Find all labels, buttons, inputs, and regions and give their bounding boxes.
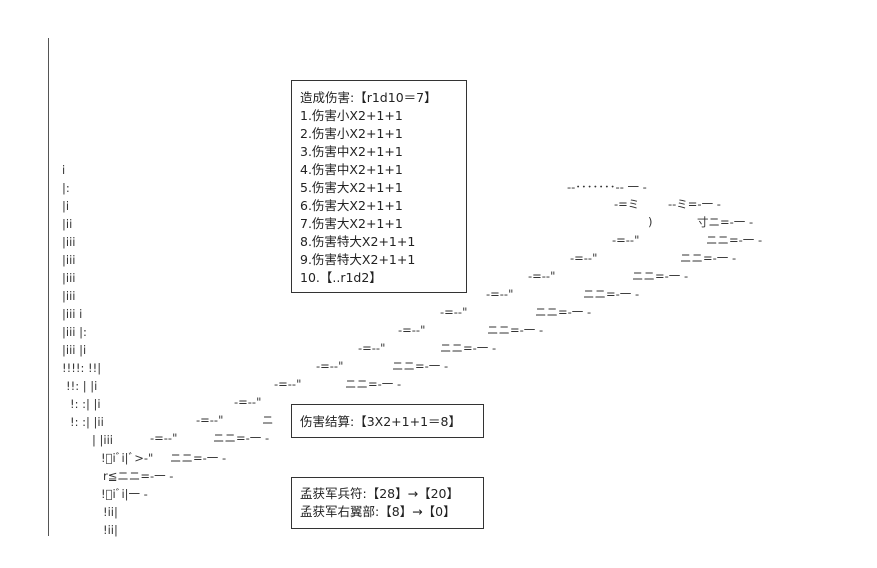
art-figure-fragment: |iii — [62, 253, 76, 267]
art-stroke-lower: ニニ=-一 - — [392, 359, 449, 373]
art-left-edge-line — [48, 38, 49, 536]
art-stroke-upper: -=-‐" — [440, 305, 468, 319]
art-stroke-lower: ニニ=-一 - — [345, 377, 402, 391]
art-fragment: 寸ニ=-一 - — [697, 215, 754, 229]
damage-result-box: 伤害结算:【3X2+1+1＝8】 — [291, 404, 484, 438]
art-fragment: !ﾞiﾞi|ﾞ>‐" — [101, 451, 154, 465]
damage-option: 8.伤害特大X2+1+1 — [300, 234, 416, 249]
art-fragment: ) — [648, 215, 653, 229]
art-stroke-head: --･･･････-- 一 - — [567, 180, 647, 194]
art-stroke-upper: -=-‐" — [570, 251, 598, 265]
troops-line: 孟获军右翼部:【8】→【0】 — [300, 504, 456, 519]
art-figure-fragment: |iii |i — [62, 343, 87, 357]
damage-option: 4.伤害中X2+1+1 — [300, 162, 403, 177]
art-stroke-lower: ニニ=-一 - — [706, 233, 763, 247]
art-stroke-upper: -=-‐" — [150, 431, 178, 445]
damage-option: 3.伤害中X2+1+1 — [300, 144, 403, 159]
art-stroke-lower: ニニ=-一 - — [440, 341, 497, 355]
damage-option: 2.伤害小X2+1+1 — [300, 126, 403, 141]
damage-option: 6.伤害大X2+1+1 — [300, 198, 403, 213]
art-figure-fragment: |: — [62, 181, 70, 195]
art-stroke-lower: ニニ=-一 - — [213, 431, 270, 445]
damage-roll-box: 造成伤害:【r1d10＝7】 1.伤害小X2+1+1 2.伤害小X2+1+1 3… — [291, 80, 467, 293]
art-stroke-upper: -=-‐" — [234, 395, 262, 409]
art-fragment: r≦ニニ=-一 - — [103, 469, 174, 483]
art-stroke-upper: -=-‐" — [486, 287, 514, 301]
art-figure-fragment: !ii| — [103, 523, 118, 537]
damage-roll-title: 造成伤害:【r1d10＝7】 — [300, 90, 437, 105]
art-stroke-lower: ニニ=-一 - — [583, 287, 640, 301]
art-figure-fragment: !!: | |i — [66, 379, 98, 393]
art-stroke-lower: ニニ=-一 - — [487, 323, 544, 337]
troops-status-box: 孟获军兵符:【28】→【20】 孟获军右翼部:【8】→【0】 — [291, 477, 484, 529]
damage-result-text: 伤害结算:【3X2+1+1＝8】 — [300, 414, 461, 429]
art-stroke-upper: -=-‐" — [528, 269, 556, 283]
art-figure-fragment: !: :| |ii — [70, 415, 104, 429]
damage-option: 5.伤害大X2+1+1 — [300, 180, 403, 195]
art-stroke-upper: -=-‐" — [316, 359, 344, 373]
art-figure-fragment: | |iii — [92, 433, 113, 447]
damage-option: 1.伤害小X2+1+1 — [300, 108, 403, 123]
art-figure-fragment: |iii — [62, 271, 76, 285]
damage-option: 7.伤害大X2+1+1 — [300, 216, 403, 231]
damage-option: 10.【..r1d2】 — [300, 270, 382, 285]
art-stroke-upper: -=-‐" — [196, 413, 224, 427]
art-figure-fragment: |i — [62, 199, 70, 213]
art-figure-fragment: |iii |: — [62, 325, 87, 339]
art-stroke-upper: -=-‐" — [398, 323, 426, 337]
art-figure-fragment: !ii| — [103, 505, 118, 519]
art-figure-fragment: !!!!: !!| — [62, 361, 102, 375]
damage-option: 9.伤害特大X2+1+1 — [300, 252, 416, 267]
art-figure-fragment: i — [62, 163, 66, 177]
art-figure-fragment: |iii i — [62, 307, 83, 321]
art-fragment: -=ミ — [614, 197, 640, 211]
art-figure-fragment: |iii — [62, 235, 76, 249]
art-fragment: ニ — [262, 413, 274, 427]
art-stroke-upper: -=-‐" — [612, 233, 640, 247]
art-stroke-lower: ニニ=-一 - — [535, 305, 592, 319]
troops-line: 孟获军兵符:【28】→【20】 — [300, 486, 459, 501]
art-figure-fragment: !: :| |i — [70, 397, 101, 411]
art-fragment: !ﾞiﾞi|一 - — [101, 487, 148, 501]
art-figure-fragment: |ii — [62, 217, 73, 231]
art-stroke-upper: -=-‐" — [274, 377, 302, 391]
art-stroke-lower: ニニ=-一 - — [632, 269, 689, 283]
art-stroke-upper: -=-‐" — [358, 341, 386, 355]
art-stroke-lower: ニニ=-一 - — [680, 251, 737, 265]
art-figure-fragment: |iii — [62, 289, 76, 303]
art-fragment: --ミ=-一 - — [668, 197, 721, 211]
art-stroke-lower: ニニ=-一 - — [170, 451, 227, 465]
